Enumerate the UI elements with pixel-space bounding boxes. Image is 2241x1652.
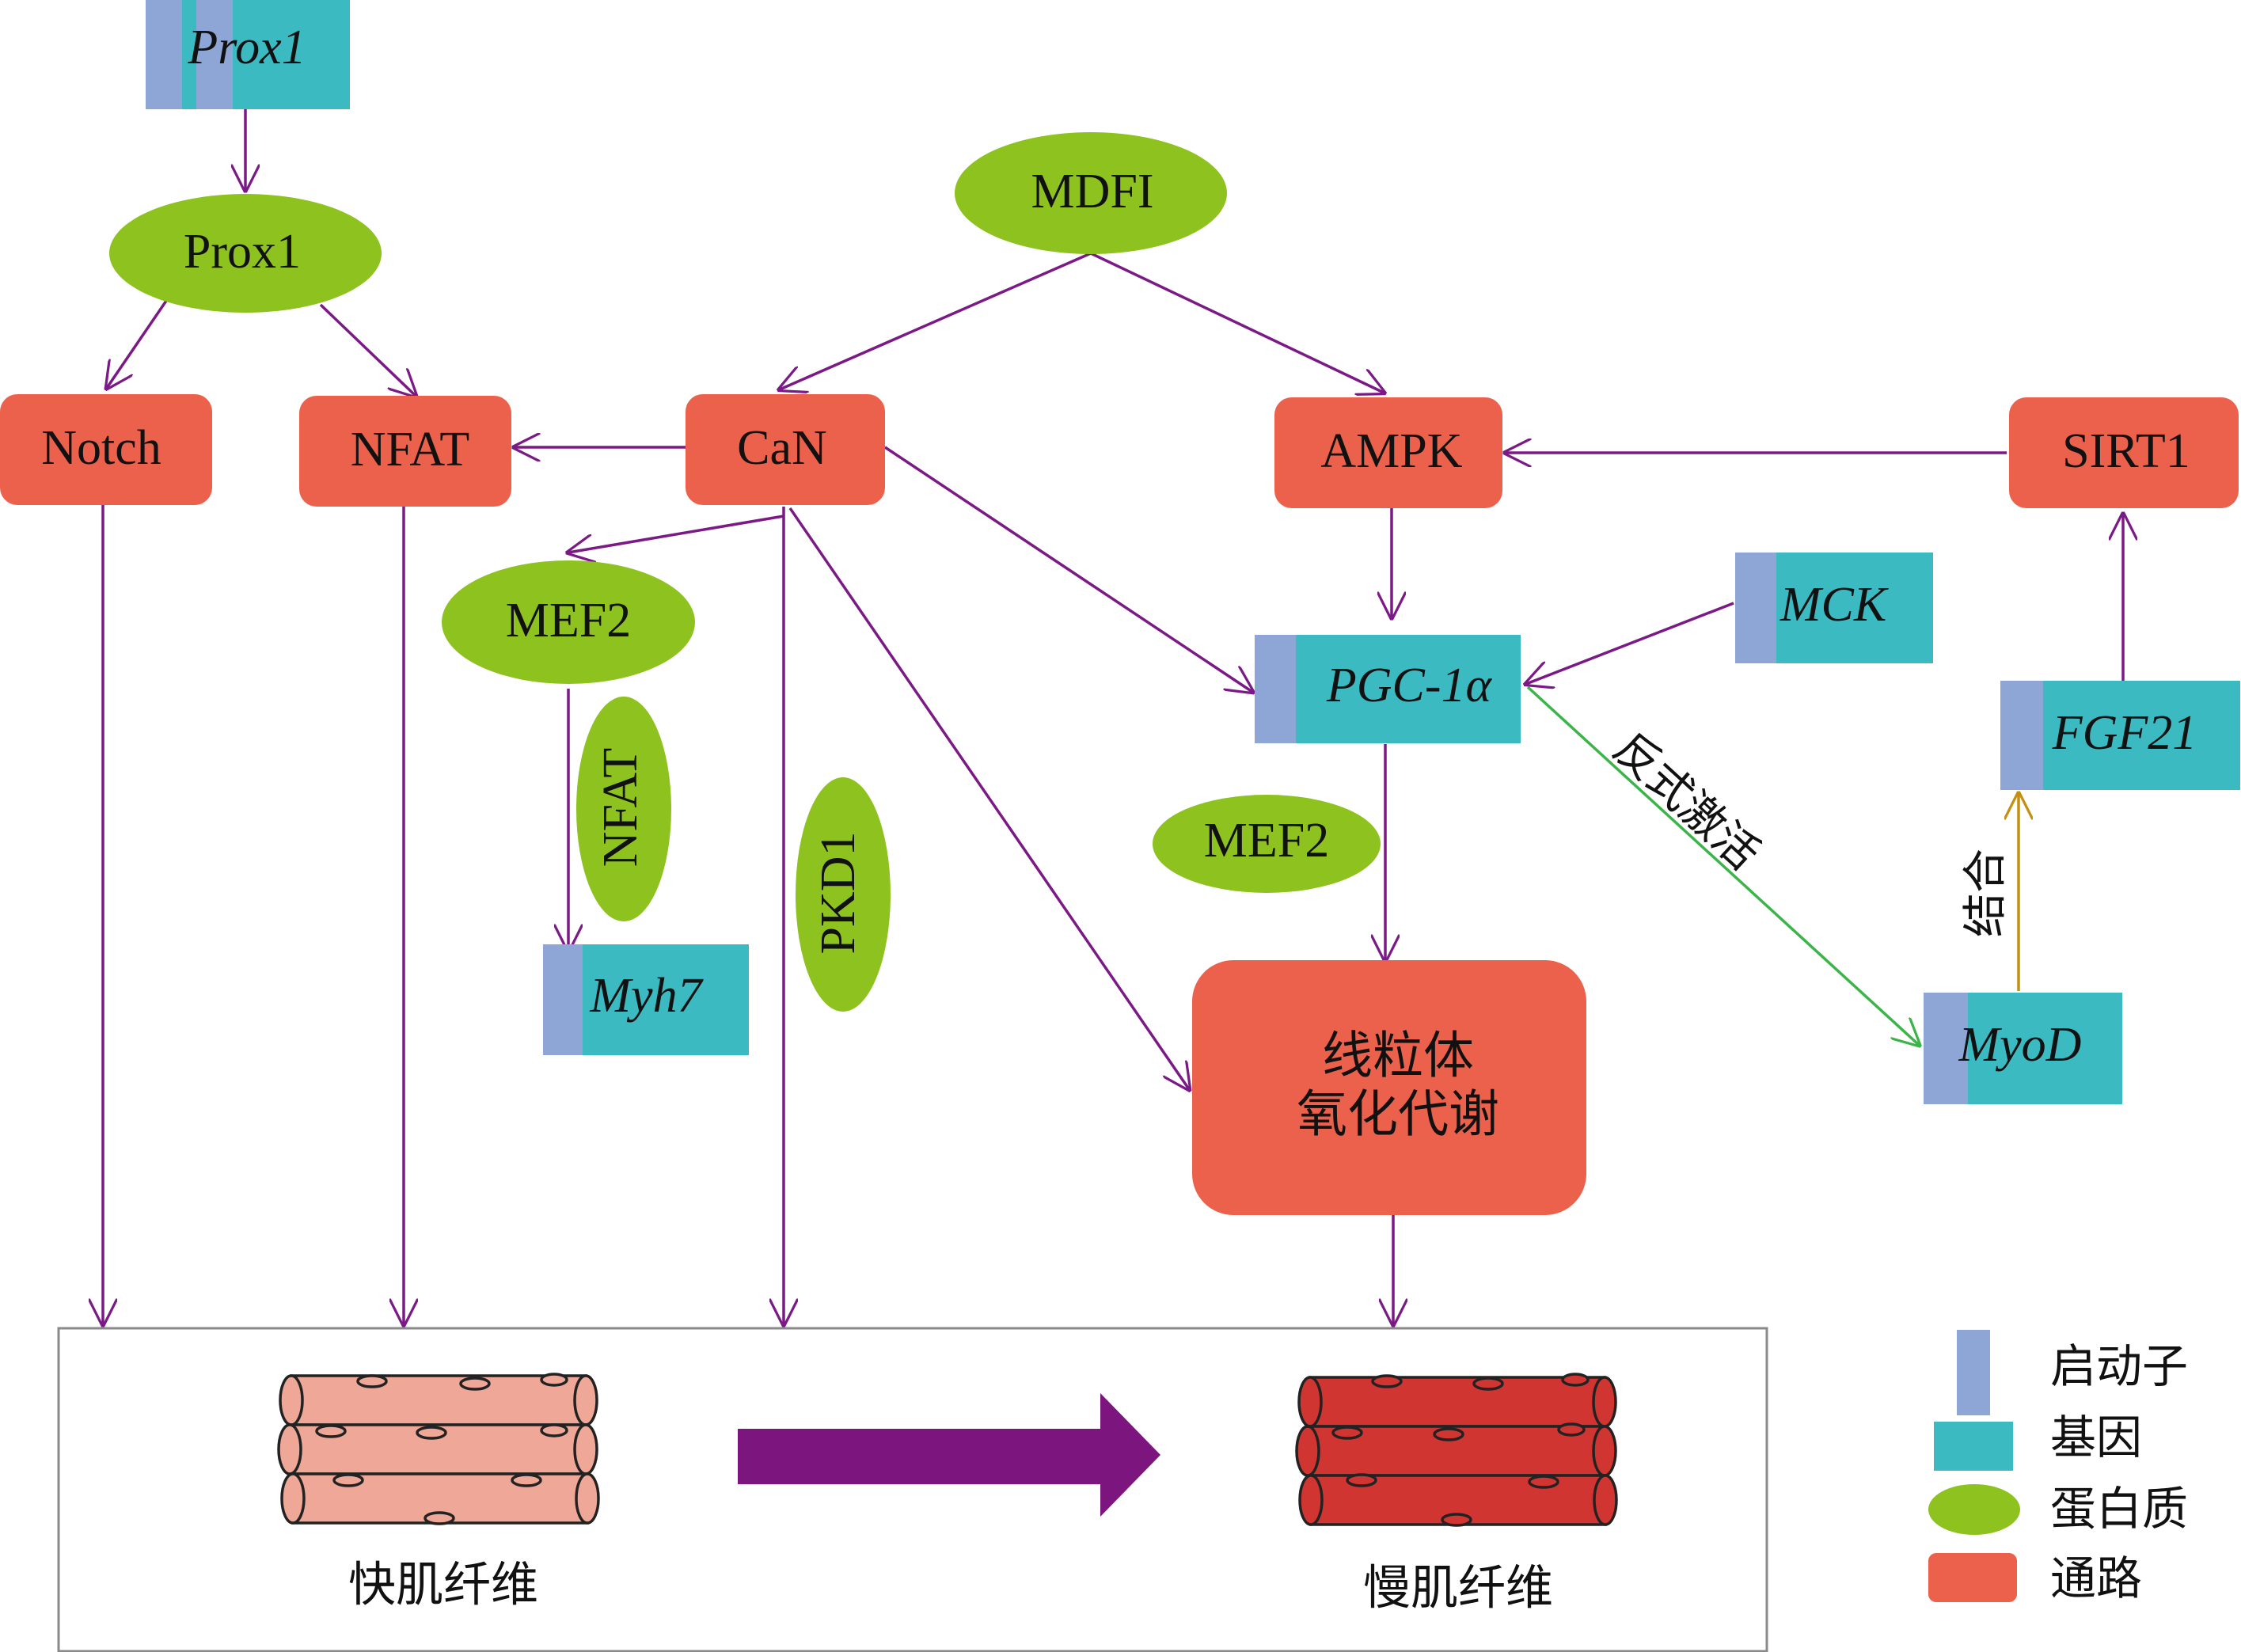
- protein-nfat-rotated: NFAT: [576, 697, 671, 921]
- protein-nfat-rotated-label: NFAT: [594, 748, 648, 867]
- arrow-can-to-mef2: [568, 515, 784, 553]
- slow-fiber-bundle: [1295, 1373, 1618, 1527]
- protein-mef2-left: MEF2: [442, 560, 695, 684]
- slow-fiber-top: [1297, 1373, 1617, 1428]
- legend-gene: 基因: [1934, 1411, 2142, 1471]
- pathway-mito-oxidative: 线粒体 氧化代谢: [1192, 960, 1586, 1215]
- legend-promoter: 启动子: [1957, 1330, 2188, 1415]
- protein-pkd1: PKD1: [796, 777, 891, 1012]
- legend-gene-swatch: [1934, 1422, 2013, 1471]
- pathway-ampk: AMPK: [1274, 397, 1502, 508]
- pathway-nfat: NFAT: [299, 396, 511, 507]
- fast-fiber-label: 快肌纤维: [348, 1558, 538, 1613]
- legend-protein-swatch: [1928, 1484, 2020, 1535]
- fast-fiber-bottom: [280, 1472, 600, 1525]
- pathway-can-label: CaN: [737, 421, 827, 475]
- gene-pgc1a: PGC-1α: [1255, 635, 1521, 743]
- arrow-can-to-mito: [788, 507, 1189, 1089]
- arrow-mdfi-to-ampk: [1090, 252, 1384, 393]
- pathway-notch: Notch: [0, 394, 212, 505]
- legend: 启动子 基因 蛋白质 通路: [1928, 1330, 2188, 1605]
- arrow-mdfi-to-can: [780, 252, 1092, 389]
- gene-myh7: Myh7: [543, 944, 749, 1055]
- pathway-notch-label: Notch: [41, 421, 161, 475]
- protein-mdfi-label: MDFI: [1031, 165, 1153, 218]
- pathway-sirt1: SIRT1: [2009, 397, 2239, 508]
- legend-pathway-swatch: [1928, 1553, 2017, 1602]
- arrow-can-to-pgc1a: [884, 446, 1252, 692]
- legend-protein-label: 蛋白质: [2050, 1482, 2188, 1536]
- slow-fiber-bottom: [1298, 1473, 1618, 1527]
- gene-myh7-label: Myh7: [589, 969, 704, 1023]
- pathway-mito-line1: 线粒体: [1322, 1027, 1474, 1086]
- gene-myod-label: MyoD: [1958, 1018, 2082, 1072]
- gene-fgf21-label: FGF21: [2052, 706, 2197, 760]
- pathway-can: CaN: [686, 394, 885, 505]
- arrows: [103, 109, 2123, 1324]
- gene-prox1-label: Prox1: [187, 21, 306, 74]
- protein-mef2-left-label: MEF2: [506, 594, 631, 648]
- protein-mef2-mid: MEF2: [1153, 795, 1381, 893]
- arrow-prox1-to-nfat: [319, 303, 416, 396]
- legend-pathway: 通路: [1928, 1551, 2142, 1605]
- protein-prox1: Prox1: [109, 194, 382, 313]
- legend-promoter-label: 启动子: [2050, 1339, 2188, 1393]
- arrow-prox1-to-notch: [107, 300, 168, 388]
- protein-pkd1-label: PKD1: [811, 831, 865, 954]
- slow-fiber-middle: [1295, 1422, 1617, 1477]
- legend-pathway-label: 通路: [2050, 1551, 2142, 1605]
- label-binding: 结合: [1960, 849, 2011, 937]
- pathway-ampk-label: AMPK: [1320, 424, 1462, 478]
- gene-mck: MCK: [1735, 553, 1933, 663]
- pathway-mito-line2: 氧化代谢: [1297, 1086, 1499, 1145]
- pathway-nfat-label: NFAT: [351, 423, 469, 477]
- legend-promoter-swatch: [1957, 1330, 1990, 1415]
- arrow-pgc1a-to-myod: [1526, 685, 1919, 1045]
- legend-protein: 蛋白质: [1928, 1482, 2188, 1536]
- fiber-panel: [57, 1327, 1768, 1652]
- legend-gene-label: 基因: [2050, 1411, 2142, 1464]
- gene-prox1: Prox1: [146, 0, 350, 109]
- fast-fiber-top: [279, 1373, 598, 1426]
- protein-mef2-mid-label: MEF2: [1204, 814, 1329, 868]
- slow-fiber-label: 慢肌纤维: [1363, 1561, 1553, 1616]
- gene-mck-label: MCK: [1780, 578, 1890, 632]
- gene-pgc1a-label: PGC-1α: [1326, 659, 1493, 712]
- arrow-mck-to-pgc1a: [1526, 602, 1734, 684]
- label-reverse-activation: 反式激活: [1604, 723, 1769, 880]
- gene-fgf21: FGF21: [2000, 681, 2240, 790]
- protein-prox1-label: Prox1: [184, 225, 301, 279]
- fast-fiber-bundle: [277, 1373, 600, 1525]
- gene-myod: MyoD: [1924, 993, 2122, 1104]
- protein-mdfi: MDFI: [955, 132, 1227, 254]
- fast-to-slow-arrow: [738, 1393, 1160, 1517]
- pathway-sirt1-label: SIRT1: [2062, 424, 2190, 478]
- fast-fiber-middle: [277, 1423, 598, 1475]
